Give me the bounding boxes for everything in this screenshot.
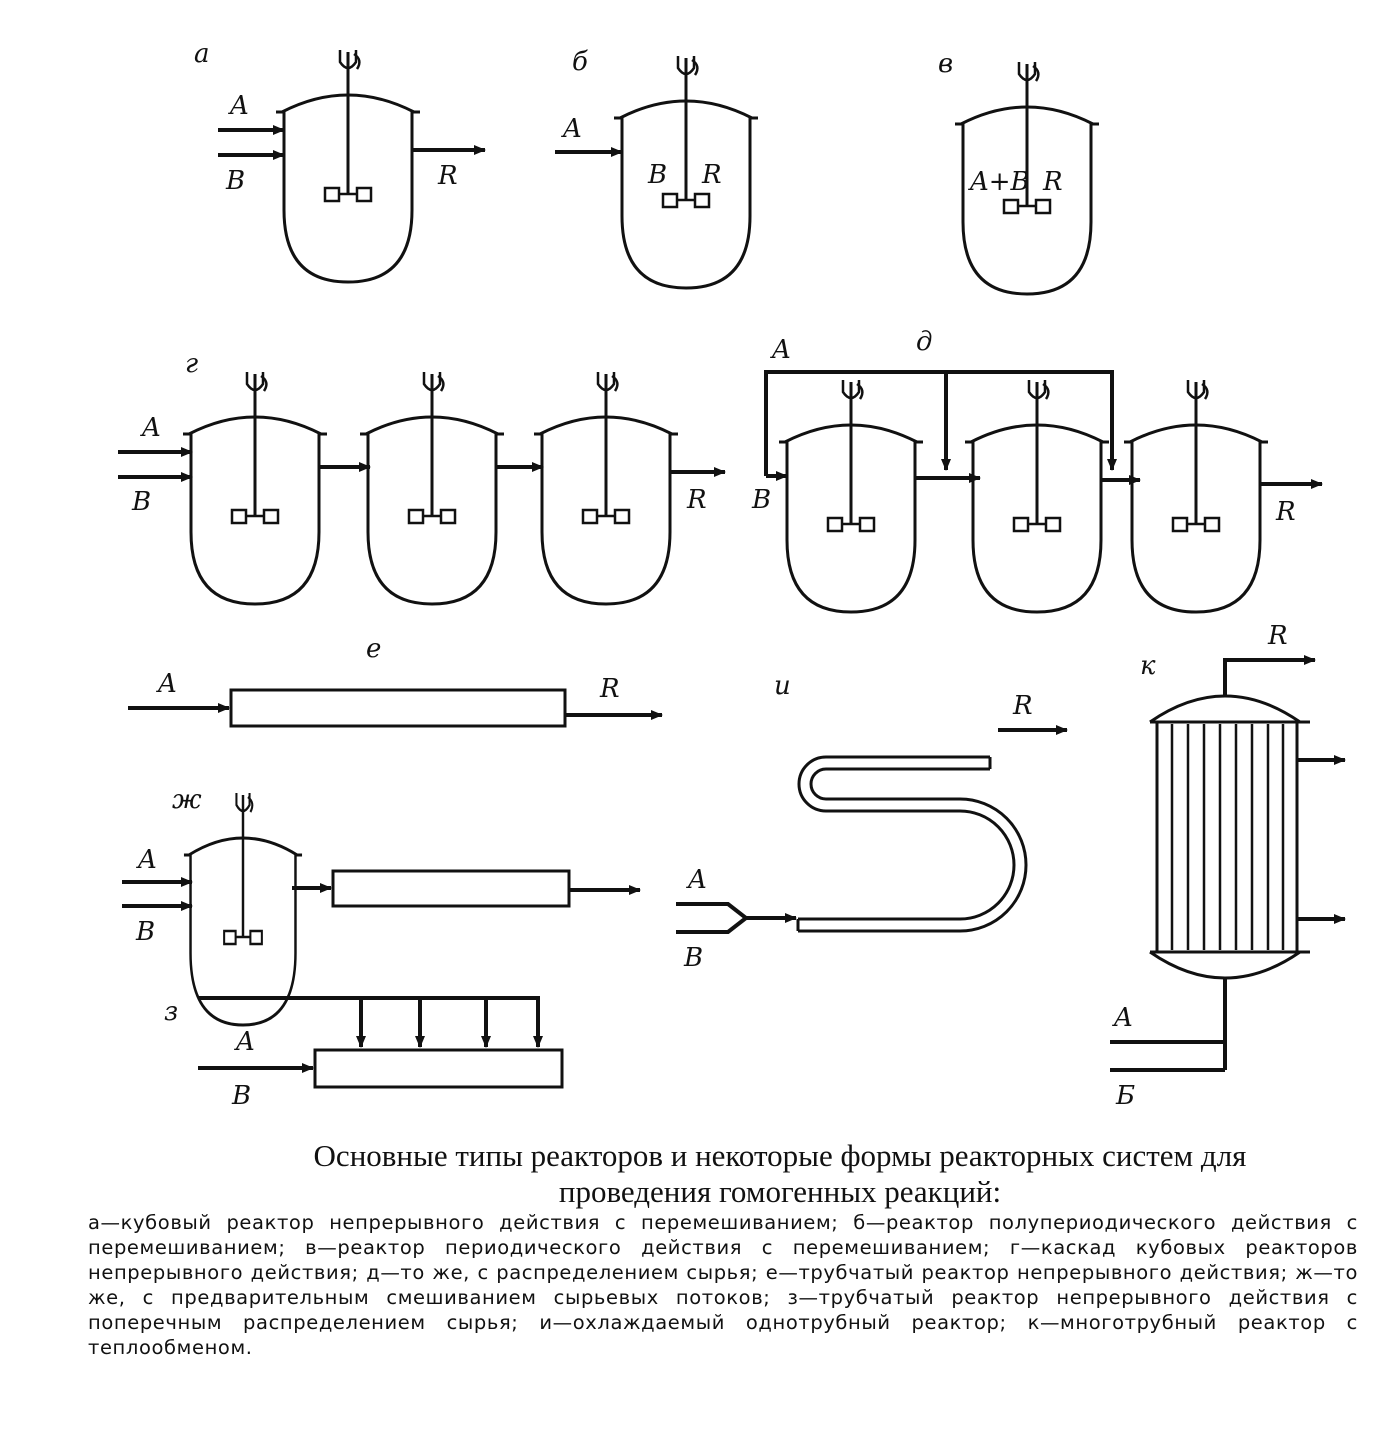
- tubular-reactor-zh: [331, 869, 571, 908]
- reactor-zh-vessel: [182, 791, 304, 1027]
- stream-g-R: R: [686, 485, 707, 515]
- stream-a-R: R: [437, 161, 458, 191]
- panel-v-label: в: [938, 49, 953, 79]
- panel-k: к R A Б: [1110, 621, 1346, 1111]
- stream-z-A: A: [234, 1027, 255, 1057]
- multitube-reactor-k: [1149, 694, 1310, 980]
- panel-d: д A B R: [751, 327, 1323, 614]
- panel-g: г A B R: [118, 349, 726, 606]
- stream-k-B: Б: [1115, 1081, 1135, 1111]
- panel-a: a A B R: [194, 39, 486, 284]
- stream-d-R: R: [1275, 497, 1296, 527]
- stream-b-R: R: [701, 160, 722, 190]
- panel-z: з A B: [164, 996, 564, 1111]
- stream-a-A: A: [228, 91, 249, 121]
- panel-g-label: г: [185, 349, 198, 379]
- stream-zh-A: A: [136, 845, 157, 875]
- cascade-g-reactor-3: [532, 370, 680, 606]
- panel-i: и A B R: [676, 671, 1068, 973]
- stream-v-AB: A+B: [968, 167, 1030, 197]
- panel-b-label: б: [572, 47, 588, 77]
- stream-g-B: B: [131, 487, 151, 517]
- stream-g-A: A: [140, 413, 161, 443]
- panel-b: б A B R: [555, 47, 760, 290]
- reactor-a-vessel: [274, 48, 422, 284]
- cascade-d-reactor-2: [963, 378, 1111, 614]
- cascade-g-reactor-2: [358, 370, 506, 606]
- panel-z-label: з: [164, 997, 178, 1027]
- panel-zh: ж A B: [122, 785, 641, 1027]
- panel-d-label: д: [916, 327, 932, 357]
- panel-k-label: к: [1140, 651, 1156, 681]
- stream-i-R: R: [1012, 691, 1033, 721]
- cascade-g-reactor-1: [181, 370, 329, 606]
- stream-b-B: B: [647, 160, 667, 190]
- panel-v: в A+B R: [938, 49, 1101, 296]
- cascade-d-reactor-3: [1122, 378, 1270, 614]
- stream-d-B: B: [751, 485, 771, 515]
- stream-k-A: A: [1112, 1003, 1133, 1033]
- reactor-b-vessel: [612, 54, 760, 290]
- stream-i-B: B: [683, 943, 703, 973]
- panel-zh-label: ж: [172, 785, 202, 815]
- stream-e-R: R: [599, 674, 620, 704]
- stream-v-R: R: [1042, 167, 1063, 197]
- stream-b-A: A: [561, 114, 582, 144]
- stream-e-A: A: [156, 669, 177, 699]
- tubular-reactor-e: [229, 688, 567, 728]
- figure-caption-title: Основные типы реакторов и некоторые форм…: [313, 1138, 1247, 1209]
- stream-zh-B: B: [135, 917, 155, 947]
- panel-a-label: a: [194, 39, 210, 69]
- panel-e-label: е: [366, 634, 381, 664]
- stream-a-B: B: [225, 166, 245, 196]
- stream-i-A: A: [686, 865, 707, 895]
- panel-i-label: и: [774, 671, 791, 701]
- stream-d-A: A: [770, 335, 791, 365]
- tubular-reactor-z: [313, 1048, 564, 1089]
- panel-e: е A R: [128, 634, 663, 728]
- stream-k-R: R: [1267, 621, 1288, 651]
- cascade-d-reactor-1: [777, 378, 925, 614]
- coil-reactor-i: [796, 755, 1028, 933]
- stream-z-B: B: [231, 1081, 251, 1111]
- figure-caption-legend: а—кубовый реактор непрерывного действия …: [88, 1211, 1358, 1359]
